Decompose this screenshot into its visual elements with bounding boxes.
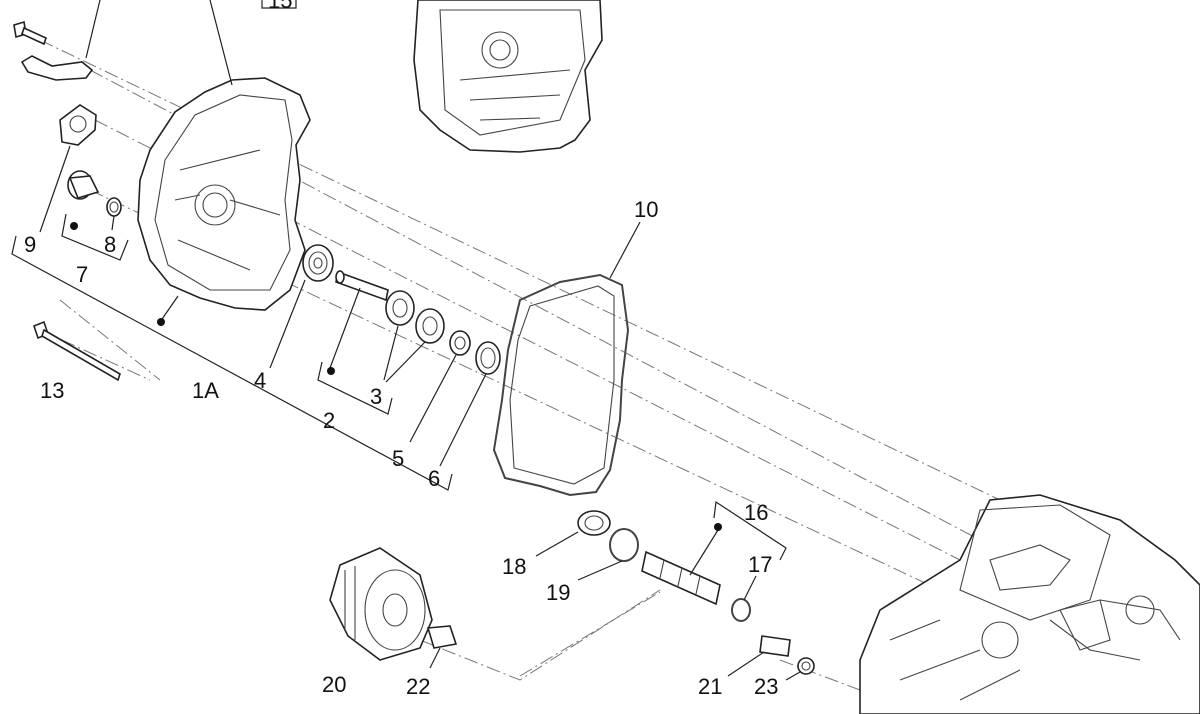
upper-housing-part bbox=[413, 0, 603, 153]
label-9: 9 bbox=[24, 232, 36, 257]
label-17: 17 bbox=[748, 552, 772, 577]
label-8: 8 bbox=[104, 232, 116, 257]
part-22-nipple bbox=[426, 625, 458, 669]
part-3-bearings bbox=[383, 290, 445, 383]
label-16: 16 bbox=[744, 500, 768, 525]
label-7: 7 bbox=[76, 262, 88, 287]
part-21-sensor bbox=[727, 635, 791, 677]
part-6-oil-seal bbox=[439, 341, 501, 467]
part-9-pump-rotor bbox=[39, 104, 97, 233]
part-4-bearing bbox=[269, 244, 334, 369]
label-23: 23 bbox=[754, 674, 778, 699]
part-20-oil-filter bbox=[329, 547, 433, 661]
label-21: 21 bbox=[698, 674, 722, 699]
bracket-part bbox=[20, 0, 101, 81]
new-part-dot-1A bbox=[157, 318, 165, 326]
part-23-washer bbox=[785, 657, 815, 681]
new-part-dot-16 bbox=[714, 523, 722, 531]
label-1A: 1A bbox=[192, 378, 219, 403]
part-7-bushing bbox=[67, 170, 100, 200]
connector-filter bbox=[519, 591, 661, 677]
part-16-filter-screen bbox=[641, 529, 721, 606]
label-20: 20 bbox=[322, 672, 346, 697]
label-22: 22 bbox=[406, 674, 430, 699]
part-1A-crankcase-cover bbox=[137, 0, 311, 323]
bracket-7 bbox=[61, 213, 129, 261]
bracket-1A bbox=[11, 235, 453, 491]
label-19: 19 bbox=[546, 580, 570, 605]
bracket-16 bbox=[713, 500, 787, 561]
bracket-15 bbox=[261, 0, 297, 9]
label-10: 10 bbox=[634, 197, 658, 222]
part-5-seal bbox=[409, 330, 471, 443]
new-part-dot-2 bbox=[327, 367, 335, 375]
bracket-2-3 bbox=[317, 361, 393, 415]
label-18: 18 bbox=[502, 554, 526, 579]
part-10-gasket bbox=[492, 221, 641, 497]
new-part-dot-7 bbox=[70, 222, 78, 230]
part-2-shaft bbox=[329, 270, 389, 369]
label-4: 4 bbox=[254, 368, 266, 393]
part-18-seal bbox=[535, 510, 611, 557]
part-19-o-ring bbox=[577, 528, 639, 581]
part-13-long-bolt bbox=[33, 320, 121, 382]
part-8-ring bbox=[106, 197, 122, 231]
label-3: 3 bbox=[370, 384, 382, 409]
label-13: 13 bbox=[40, 378, 64, 403]
bolt-part bbox=[13, 20, 47, 46]
part-17-ring bbox=[731, 575, 757, 622]
engine-block-assembly bbox=[859, 494, 1200, 714]
label-2: 2 bbox=[323, 408, 335, 433]
label-5: 5 bbox=[392, 446, 404, 471]
label-15: 15 bbox=[268, 0, 292, 13]
label-6: 6 bbox=[428, 466, 440, 491]
